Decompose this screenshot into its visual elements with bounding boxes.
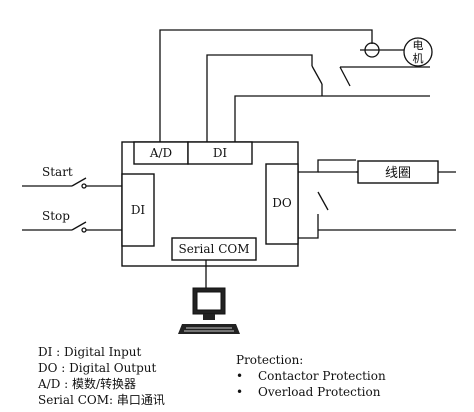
legend-item-di: DI : Digital Input — [38, 345, 142, 359]
computer-icon — [178, 287, 240, 334]
protection-title: Protection: — [236, 353, 304, 367]
legend-item-do: DO : Digital Output — [38, 361, 157, 375]
motor-icon — [403, 37, 433, 67]
ad-sense-wire — [159, 29, 373, 142]
legend-item-ad: A/D : 模数/转换器 — [38, 377, 137, 391]
di-left-module — [121, 173, 155, 247]
do-output-wire-bottom — [298, 214, 319, 239]
contactor-contact-1 — [311, 65, 323, 85]
stop-terminal — [81, 227, 87, 233]
contactor-contact-2 — [339, 66, 351, 87]
do-output-wire-top — [298, 159, 356, 173]
do-module-label: DO — [272, 196, 292, 210]
contactor-wire-1 — [206, 54, 313, 142]
protection-list: Contactor Protection Overload Protection — [236, 368, 386, 400]
do-output-contact — [317, 191, 329, 211]
di-top-module — [187, 141, 253, 165]
abbreviation-legend: DI : Digital Input DO : Digital Output A… — [38, 344, 165, 408]
start-switch — [71, 177, 87, 187]
stop-switch — [71, 221, 87, 231]
coil-label: 线圈 — [385, 166, 411, 181]
motor-label-2: 机 — [413, 51, 424, 65]
motor-label-1: 电 — [413, 39, 424, 52]
ad-module-label: A/D — [149, 146, 172, 160]
serial-com-module — [171, 237, 257, 261]
stop-label: Stop — [42, 209, 70, 223]
protection-item-overload: Overload Protection — [236, 384, 386, 400]
start-label: Start — [42, 165, 73, 179]
protection-item-contactor: Contactor Protection — [236, 368, 386, 384]
di-top-module-label: DI — [213, 146, 228, 160]
serial-com-label: Serial COM — [178, 242, 249, 256]
legend-item-serial: Serial COM: 串口通讯 — [38, 393, 165, 407]
start-terminal — [81, 183, 87, 189]
protection-legend: Protection: Contactor Protection Overloa… — [236, 352, 386, 400]
do-module — [265, 163, 299, 245]
di-left-module-label: DI — [131, 203, 146, 217]
contactor-wire-2 — [234, 95, 322, 142]
